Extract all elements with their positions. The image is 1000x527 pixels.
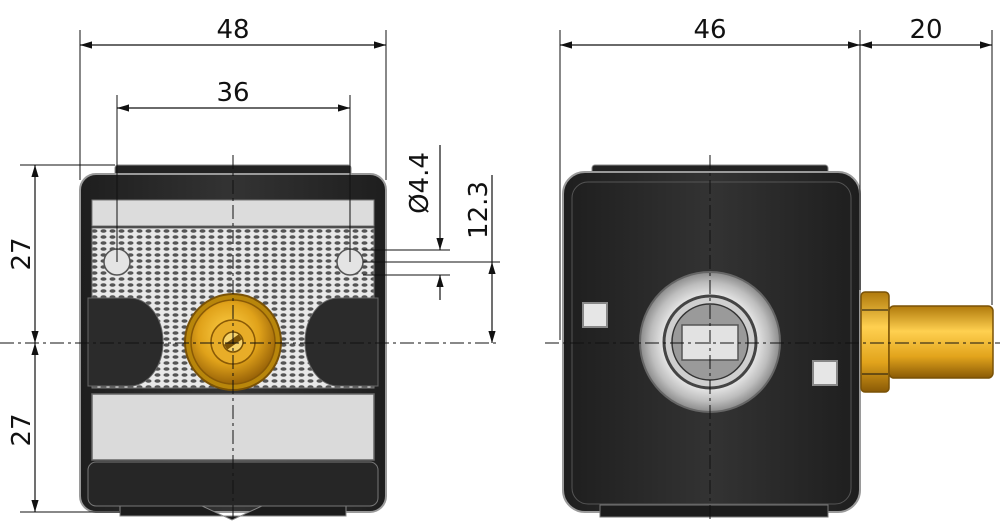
dim-label-27-upper: 27 bbox=[7, 237, 37, 270]
side-indicator-square-left bbox=[582, 302, 608, 328]
dim-label-46: 46 bbox=[693, 15, 726, 45]
dim-label-12-3: 12.3 bbox=[464, 181, 494, 239]
dim-label-dia: Ø4.4 bbox=[405, 152, 435, 214]
side-indicator-square-right bbox=[812, 360, 838, 386]
side-brass-tube bbox=[888, 305, 994, 379]
front-left-lobe bbox=[87, 297, 164, 387]
dim-label-48: 48 bbox=[216, 15, 249, 45]
dim-label-27-lower: 27 bbox=[7, 413, 37, 446]
side-brass-hex bbox=[860, 291, 890, 393]
side-view: 46 20 bbox=[545, 15, 1000, 520]
front-view: 48 36 27 27 Ø4.4 12.3 bbox=[0, 15, 500, 521]
side-bottom-foot bbox=[599, 504, 829, 518]
front-right-lobe bbox=[304, 297, 379, 387]
dim-label-36: 36 bbox=[216, 78, 249, 108]
dim-label-20: 20 bbox=[909, 15, 942, 45]
